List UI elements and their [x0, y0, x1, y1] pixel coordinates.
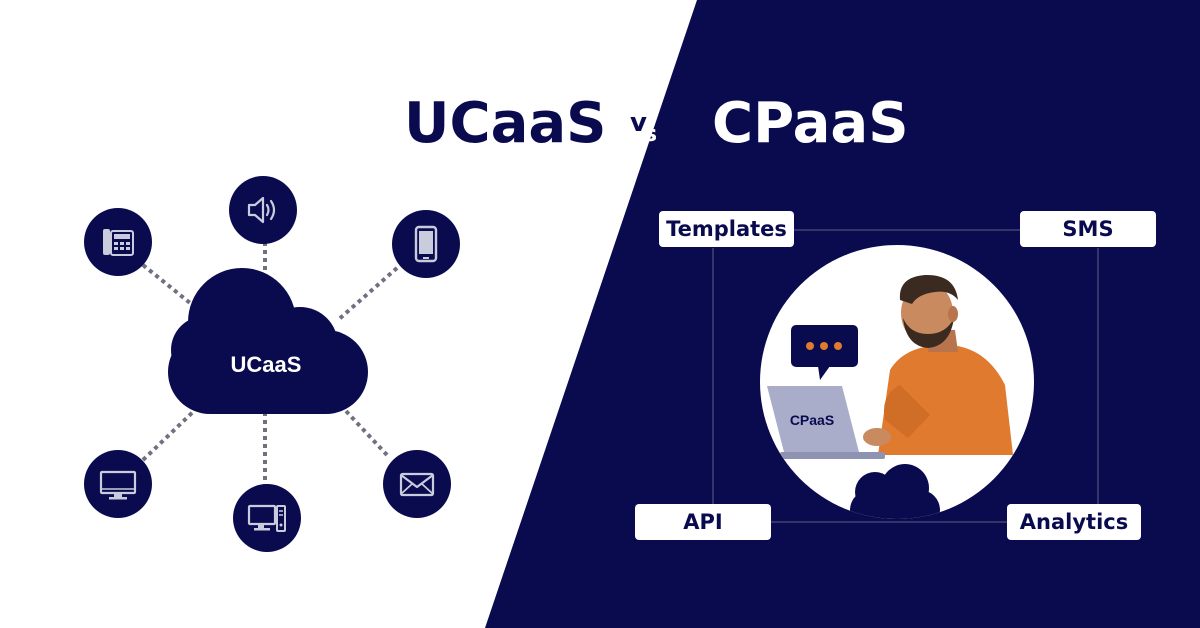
templates-box: Templates: [659, 211, 794, 247]
desk-phone-icon: [103, 229, 134, 256]
analytics-box: Analytics: [1007, 504, 1141, 540]
ucaas-cloud-label: UCaaS: [230, 352, 302, 377]
laptop-icon: [767, 386, 860, 456]
desk-phone-node: [84, 208, 152, 276]
vs-v: v: [630, 108, 647, 138]
vs-s: s: [643, 122, 658, 147]
sms-box: SMS: [1020, 211, 1156, 247]
speaker-icon: [247, 196, 276, 224]
envelope-icon: [399, 472, 435, 497]
chat-bubble-icon: [791, 325, 858, 380]
api-box: API: [635, 504, 771, 540]
laptop-label: CPaaS: [789, 412, 835, 428]
speaker-node: [229, 176, 297, 244]
monitor-icon: [99, 470, 137, 500]
cloud-icon: [850, 464, 940, 519]
desktop-computer-icon: [247, 504, 286, 532]
smartphone-icon: [414, 225, 438, 263]
monitor-node: [84, 450, 152, 518]
title-ucaas: UCaaS: [404, 91, 607, 156]
title-cpaas: CPaaS: [712, 91, 909, 156]
vs-label: vs: [630, 108, 660, 147]
desktop-computer-node: [233, 484, 301, 552]
envelope-node: [383, 450, 451, 518]
smartphone-node: [392, 210, 460, 278]
